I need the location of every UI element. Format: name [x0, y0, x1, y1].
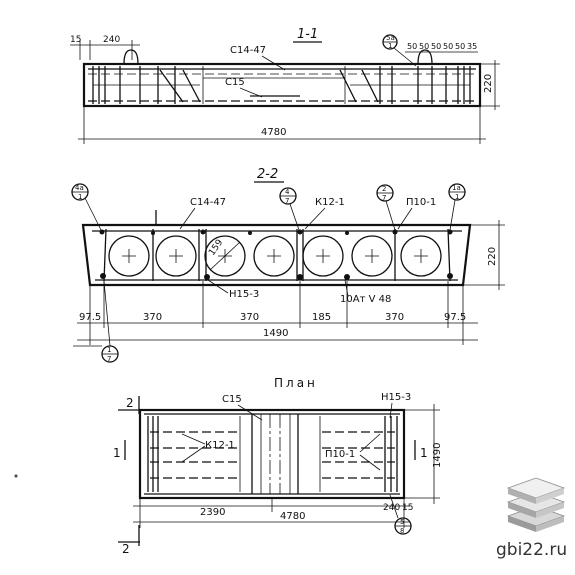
height-220-top: 220: [483, 74, 494, 93]
beam-outline: [82, 62, 482, 108]
plan-title: План: [274, 376, 318, 390]
plan-middle-mesh: [251, 414, 299, 494]
dim-240: 240: [103, 35, 120, 45]
dim-2390: 2390: [200, 507, 225, 518]
hollow-voids: [108, 235, 442, 277]
label-c14-47-mid: С14-47: [190, 197, 226, 208]
right-cage: [339, 66, 471, 104]
label-d159: 159: [207, 238, 225, 258]
watermark-text: gbi22.ru: [496, 540, 567, 560]
svg-text:5а: 5а: [386, 34, 395, 42]
svg-text:97.5: 97.5: [444, 312, 466, 323]
dim-ticks-mid: [89, 281, 464, 345]
svg-text:370: 370: [385, 312, 404, 323]
svg-text:4а: 4а: [75, 184, 84, 192]
label-p10-1-mid: П10-1: [406, 197, 436, 208]
section-1-1-title: 1-1: [297, 27, 318, 42]
svg-text:1: 1: [388, 42, 392, 50]
height-220-mid: 220: [487, 247, 498, 266]
svg-text:4: 4: [285, 188, 290, 196]
svg-text:97.5: 97.5: [79, 312, 101, 323]
stray-mark: [14, 474, 18, 478]
label-c15-plan: С15: [222, 394, 242, 405]
dim-15-plan: 15: [402, 503, 413, 513]
svg-text:1а: 1а: [452, 184, 461, 192]
svg-text:1: 1: [78, 193, 82, 201]
svg-text:7: 7: [107, 355, 111, 363]
svg-text:2: 2: [382, 185, 386, 193]
dim-240-plan: 240: [383, 503, 400, 513]
callout-5-8: 5 8: [389, 494, 412, 535]
svg-text:50: 50: [455, 42, 465, 51]
svg-text:50: 50: [443, 42, 453, 51]
svg-text:370: 370: [143, 312, 162, 323]
svg-text:50: 50: [431, 42, 441, 51]
svg-text:5: 5: [400, 518, 404, 526]
label-rebar-10at: 10Ат Ⅴ 48: [340, 294, 391, 305]
svg-text:1: 1: [455, 193, 459, 201]
callout-4-7: 4 7: [279, 187, 300, 231]
stacked-slabs-icon: [506, 477, 566, 532]
callout-1-7: 1 7: [73, 280, 119, 363]
svg-text:35: 35: [467, 42, 477, 51]
label-k12-1-plan: К12-1: [205, 440, 235, 451]
width-1490-mid: 1490: [263, 328, 288, 339]
label-k12-1-mid: К12-1: [315, 197, 345, 208]
label-n15-3-mid: Н15-3: [229, 289, 259, 300]
callout-4a-1: 4а 1: [71, 183, 102, 231]
label-p10-1-plan: П10-1: [325, 449, 355, 460]
svg-text:8: 8: [400, 527, 404, 535]
label-n15-3-plan: Н15-3: [381, 392, 411, 403]
svg-text:50: 50: [419, 42, 429, 51]
dims-bottom-mid: 97.5 370 370 185 370 97.5: [79, 312, 466, 323]
section-2-2: 2-2: [71, 167, 505, 363]
svg-text:50: 50: [407, 42, 417, 51]
rebar-points: [99, 229, 453, 280]
section-mark-2-bottom: 2: [122, 542, 130, 556]
dim-4780-plan: 4780: [280, 511, 305, 522]
section-2-2-title: 2-2: [257, 167, 278, 182]
label-c15: С15: [225, 77, 245, 88]
dims-top-right: 50 50 50 50 50 35: [407, 42, 477, 51]
plan-right-cage: [319, 416, 398, 492]
length-4780-top: 4780: [261, 127, 286, 138]
plan-left-cage: [147, 416, 241, 492]
width-1490-plan: 1490: [432, 443, 443, 468]
section-mark-1-right: 1: [420, 446, 428, 460]
callout-2-7: 2 7: [376, 184, 396, 231]
svg-text:185: 185: [312, 312, 331, 323]
label-c14-47-top: С14-47: [230, 45, 266, 56]
section-mark-1-left: 1: [113, 446, 121, 460]
svg-text:7: 7: [382, 194, 386, 202]
svg-text:1: 1: [107, 346, 111, 354]
cage-verticals: [103, 228, 451, 282]
svg-text:7: 7: [285, 197, 289, 205]
svg-text:370: 370: [240, 312, 259, 323]
gbi22-logo: gbi22.ru: [496, 477, 567, 560]
plan-view: План 2 1 1 2: [113, 376, 443, 556]
plan-outline: [138, 408, 406, 500]
left-cage: [92, 66, 204, 104]
callout-1a-1: 1а 1: [448, 183, 466, 231]
section-1-1: 1-1 15 240 50 50 50 50 50 35 5а 1: [70, 27, 500, 144]
section-mark-2-top: 2: [126, 396, 134, 410]
dim-15: 15: [70, 35, 81, 45]
